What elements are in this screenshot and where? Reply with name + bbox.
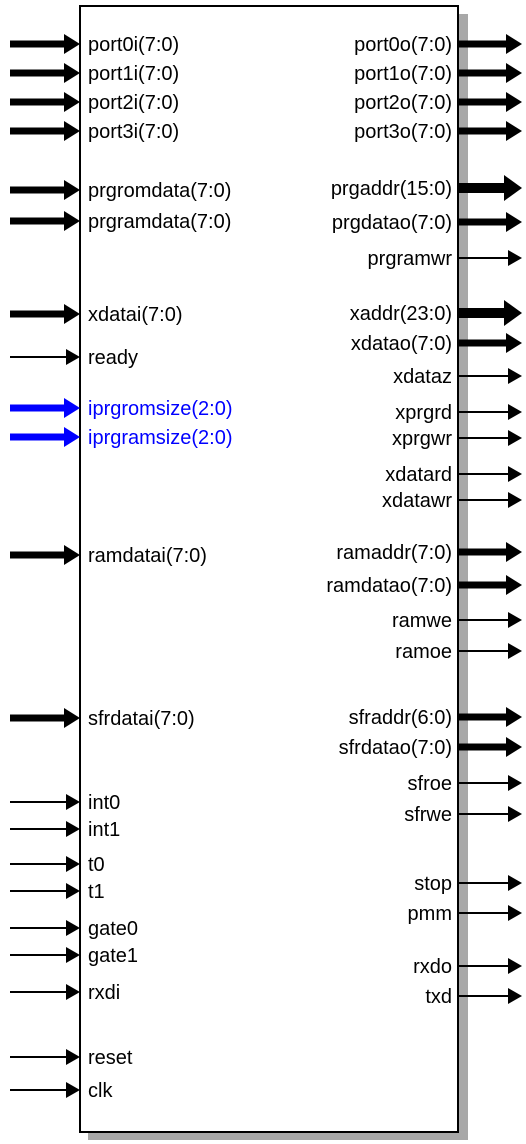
output-prgaddr-label: prgaddr(15:0) — [331, 178, 452, 200]
output-sfroe-arrowhead — [508, 775, 522, 791]
input-port3i-arrowhead — [64, 121, 80, 141]
input-t0-arrowhead — [66, 856, 80, 872]
output-txd-label: txd — [425, 986, 452, 1008]
output-xdatao-arrowhead — [506, 333, 522, 353]
input-gate0-label: gate0 — [88, 918, 138, 940]
input-ready-label: ready — [88, 347, 138, 369]
output-sfrwe-arrowhead — [508, 806, 522, 822]
output-ramoe-arrowhead — [508, 643, 522, 659]
output-xdataz-label: xdataz — [393, 366, 452, 388]
input-gate1-label: gate1 — [88, 945, 138, 967]
output-ramdatao-label: ramdatao(7:0) — [326, 575, 452, 597]
output-pmm-label: pmm — [408, 903, 452, 925]
output-ramdatao-arrowhead — [506, 575, 522, 595]
output-prgramwr-arrowhead — [508, 250, 522, 266]
output-xdatard-arrowhead — [508, 466, 522, 482]
output-port3o-label: port3o(7:0) — [354, 121, 452, 143]
output-xaddr-arrowhead — [504, 300, 522, 326]
input-t1-arrowhead — [66, 883, 80, 899]
output-sfrdatao-arrowhead — [506, 737, 522, 757]
output-port0o-label: port0o(7:0) — [354, 34, 452, 56]
input-port2i-label: port2i(7:0) — [88, 92, 179, 114]
input-prgromdata-label: prgromdata(7:0) — [88, 180, 231, 202]
input-int1-arrowhead — [66, 821, 80, 837]
output-xdatard-label: xdatard — [385, 464, 452, 486]
input-port0i-label: port0i(7:0) — [88, 34, 179, 56]
input-t1-label: t1 — [88, 881, 105, 903]
output-port3o-arrowhead — [506, 121, 522, 141]
input-pins: port0i(7:0) port1i(7:0) port2i(7:0) port3i(… — [10, 34, 232, 1102]
output-prgdatao-arrowhead — [506, 212, 522, 232]
input-prgramdata-label: prgramdata(7:0) — [88, 211, 231, 233]
output-ramoe-label: ramoe — [395, 641, 452, 663]
output-sfraddr-label: sfraddr(6:0) — [349, 707, 452, 729]
output-xprgwr-label: xprgwr — [392, 428, 452, 450]
input-sfrdatai-label: sfrdatai(7:0) — [88, 708, 195, 730]
output-txd-arrowhead — [508, 988, 522, 1004]
input-iprgramsize-label: iprgramsize(2:0) — [88, 427, 232, 449]
output-ramaddr-arrowhead — [506, 542, 522, 562]
output-port1o-label: port1o(7:0) — [354, 63, 452, 85]
output-sfrwe-label: sfrwe — [404, 804, 452, 826]
input-t0-label: t0 — [88, 854, 105, 876]
output-pins: port0o(7:0) port1o(7:0) port2o(7:0) port3o(… — [326, 34, 522, 1008]
output-xdatawr-arrowhead — [508, 492, 522, 508]
input-int0-label: int0 — [88, 792, 120, 814]
output-stop-label: stop — [414, 873, 452, 895]
output-rxdo-label: rxdo — [413, 956, 452, 978]
input-gate1-arrowhead — [66, 947, 80, 963]
output-port0o-arrowhead — [506, 34, 522, 54]
output-stop-arrowhead — [508, 875, 522, 891]
output-xprgrd-arrowhead — [508, 404, 522, 420]
input-clk-arrowhead — [66, 1082, 80, 1098]
input-iprgromsize-arrowhead — [64, 398, 80, 418]
output-prgaddr-arrowhead — [504, 175, 522, 201]
output-ramwe-arrowhead — [508, 612, 522, 628]
input-int1-label: int1 — [88, 819, 120, 841]
output-xprgrd-label: xprgrd — [395, 402, 452, 424]
input-ramdatai-label: ramdatai(7:0) — [88, 545, 207, 567]
output-prgramwr-label: prgramwr — [368, 248, 453, 270]
input-gate0-arrowhead — [66, 920, 80, 936]
output-rxdo-arrowhead — [508, 958, 522, 974]
output-ramwe-label: ramwe — [392, 610, 452, 632]
output-ramaddr-label: ramaddr(7:0) — [336, 542, 452, 564]
output-xaddr-label: xaddr(23:0) — [350, 303, 452, 325]
input-int0-arrowhead — [66, 794, 80, 810]
input-clk-label: clk — [88, 1080, 113, 1102]
input-port1i-arrowhead — [64, 63, 80, 83]
input-reset-label: reset — [88, 1047, 133, 1069]
input-port1i-label: port1i(7:0) — [88, 63, 179, 85]
input-rxdi-arrowhead — [66, 984, 80, 1000]
input-port3i-label: port3i(7:0) — [88, 121, 179, 143]
input-iprgromsize-label: iprgromsize(2:0) — [88, 398, 232, 420]
output-sfroe-label: sfroe — [408, 773, 452, 795]
output-xdatao-label: xdatao(7:0) — [351, 333, 452, 355]
input-iprgramsize-arrowhead — [64, 427, 80, 447]
output-xdatawr-label: xdatawr — [382, 490, 452, 512]
output-port2o-label: port2o(7:0) — [354, 92, 452, 114]
output-xdataz-arrowhead — [508, 368, 522, 384]
input-prgromdata-arrowhead — [64, 180, 80, 200]
output-prgdatao-label: prgdatao(7:0) — [332, 212, 452, 234]
input-rxdi-label: rxdi — [88, 982, 120, 1004]
input-sfrdatai-arrowhead — [64, 708, 80, 728]
input-ready-arrowhead — [66, 349, 80, 365]
input-xdatai-arrowhead — [64, 304, 80, 324]
output-sfrdatao-label: sfrdatao(7:0) — [339, 737, 452, 759]
block-body — [79, 5, 459, 1133]
input-port0i-arrowhead — [64, 34, 80, 54]
input-port2i-arrowhead — [64, 92, 80, 112]
input-prgramdata-arrowhead — [64, 211, 80, 231]
output-port1o-arrowhead — [506, 63, 522, 83]
input-ramdatai-arrowhead — [64, 545, 80, 565]
output-xprgwr-arrowhead — [508, 430, 522, 446]
output-port2o-arrowhead — [506, 92, 522, 112]
output-sfraddr-arrowhead — [506, 707, 522, 727]
input-reset-arrowhead — [66, 1049, 80, 1065]
output-pmm-arrowhead — [508, 905, 522, 921]
input-xdatai-label: xdatai(7:0) — [88, 304, 183, 326]
